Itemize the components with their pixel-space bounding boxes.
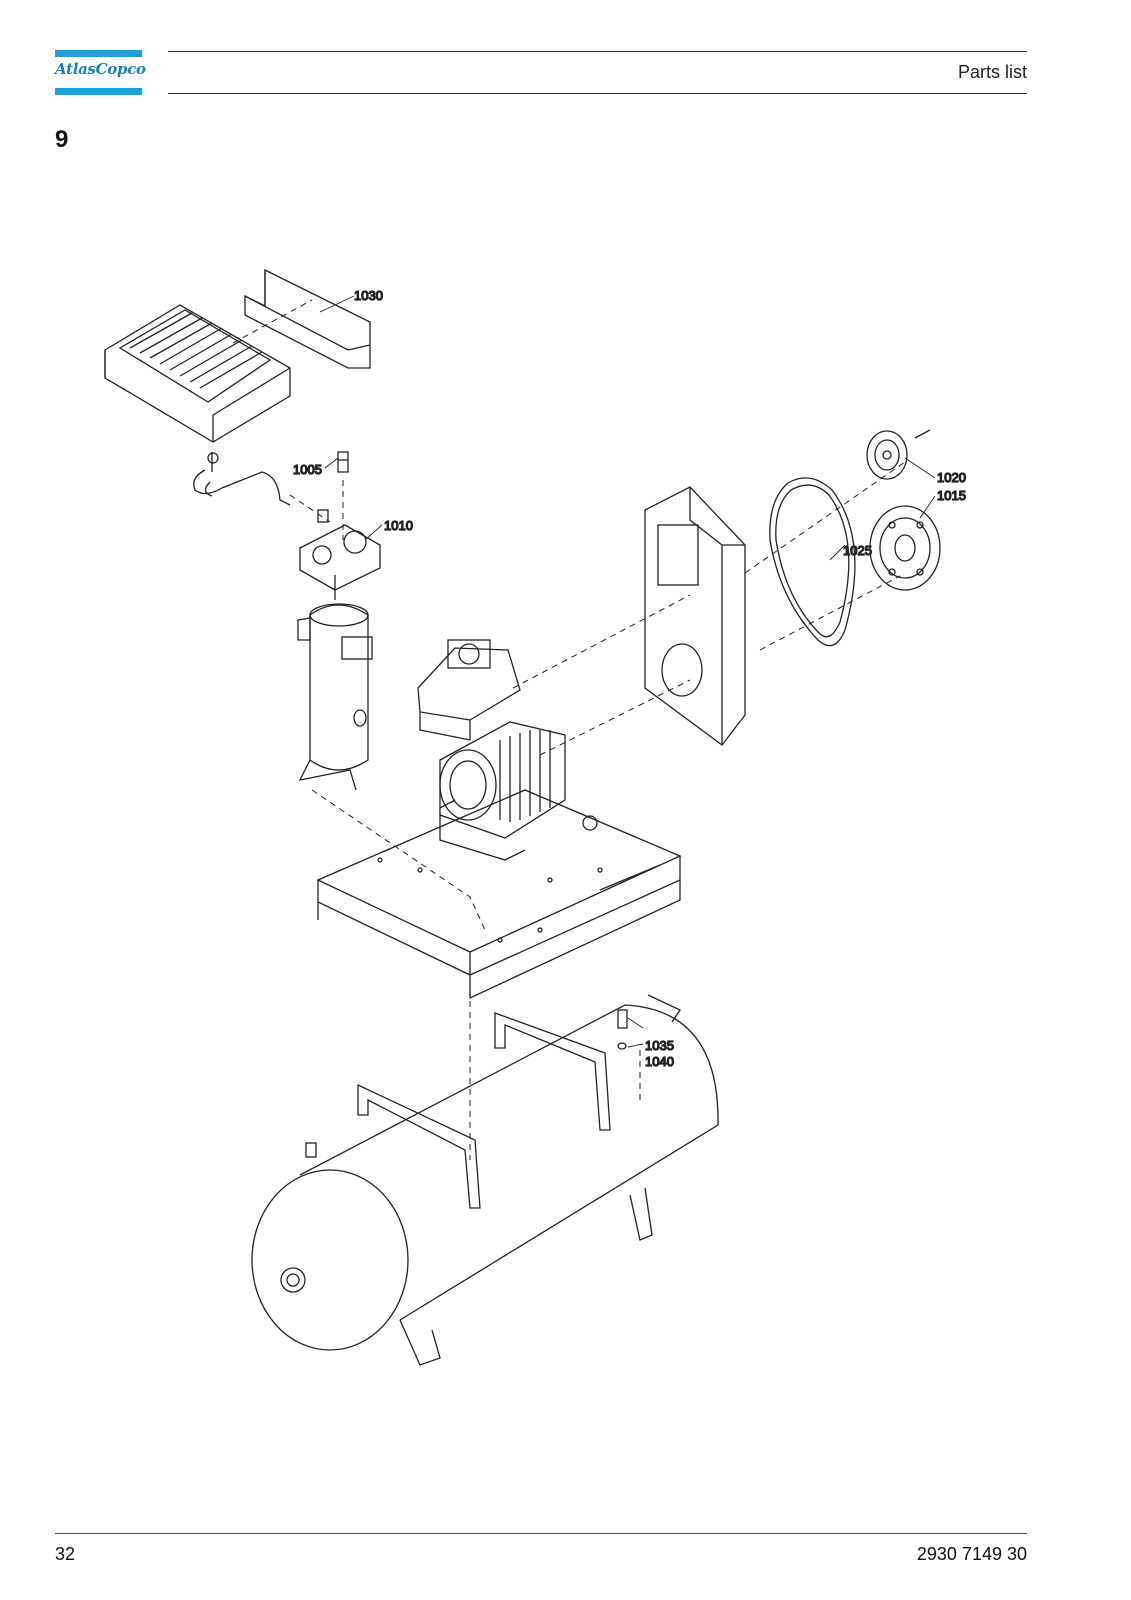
logo-wordmark: AtlasCopco — [55, 60, 146, 78]
callout-leaders — [319, 295, 936, 1048]
electric-motor — [439, 721, 566, 861]
atlas-copco-logo: AtlasCopco — [55, 50, 146, 95]
callout-1015: 1015 — [937, 488, 966, 503]
header-rule-bottom — [168, 93, 1027, 94]
pulley-1020 — [866, 429, 931, 480]
compressor-element — [417, 639, 521, 741]
base-frame — [316, 789, 682, 1000]
footer-rule — [55, 1533, 1027, 1534]
logo-bottom-bar — [55, 88, 142, 95]
callout-1030: 1030 — [354, 288, 383, 303]
fitting-1035 — [617, 1009, 628, 1029]
header-rule-top — [168, 51, 1027, 52]
callout-1020: 1020 — [937, 470, 966, 485]
seal-1040 — [617, 1042, 627, 1050]
callout-1010: 1010 — [384, 518, 413, 533]
callout-1025: 1025 — [843, 543, 872, 558]
header-title: Parts list — [957, 62, 1027, 82]
callout-1040: 1040 — [645, 1054, 674, 1069]
hose-assembly — [193, 452, 291, 506]
cabinet-panel — [644, 486, 746, 746]
pulley-1015 — [869, 505, 941, 591]
logo-top-bar — [55, 50, 142, 57]
valve-block-1010 — [299, 509, 381, 600]
separator-vessel — [297, 603, 373, 791]
assembly-dash-lines — [232, 299, 906, 1160]
callout-1005: 1005 — [293, 462, 322, 477]
page-number: 32 — [55, 1544, 76, 1564]
air-receiver-tank — [251, 994, 719, 1366]
section-number: 9 — [55, 126, 69, 153]
bracket-1030 — [244, 268, 371, 369]
document-number: 2930 7149 30 — [916, 1544, 1027, 1564]
v-belt-1025 — [769, 477, 856, 647]
fitting-1005 — [337, 451, 349, 473]
callout-1035: 1035 — [645, 1038, 674, 1053]
cooler-core — [104, 304, 291, 443]
